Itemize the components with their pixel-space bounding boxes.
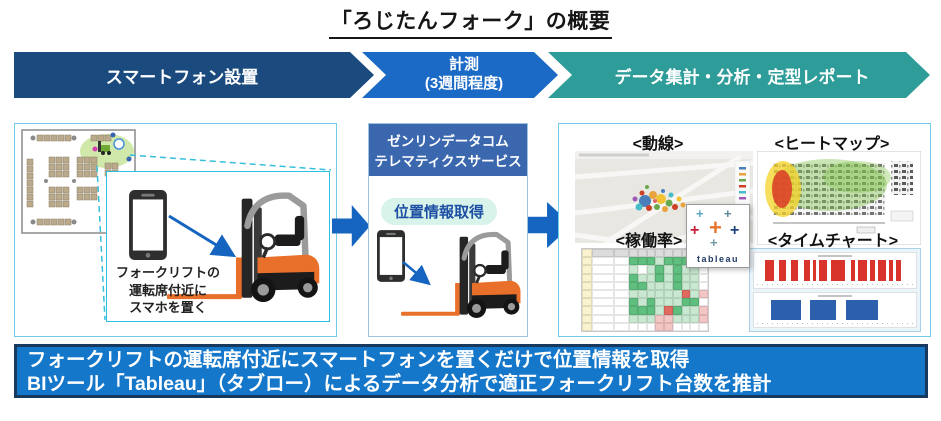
process-step-report: データ集計・分析・定型レポート [548, 52, 930, 98]
setup-note: フォークリフトの 運転席付近に スマホを置く [115, 265, 220, 316]
forklift-icon [401, 218, 525, 330]
process-step-smartphone-setup: スマートフォン設置 [14, 52, 374, 98]
process-step-label: スマートフォン設置 [105, 67, 259, 87]
tableau-wordmark: tableau [696, 254, 739, 264]
utilization-row [582, 314, 709, 323]
timechart-bar [804, 260, 811, 281]
gps-trace-cluster [632, 185, 693, 212]
service-header: ゼンリンデータコム テレマティクスサービス [369, 124, 527, 176]
heatmap-thumbnail [757, 151, 921, 245]
process-step-label: データ集計・分析・定型レポート [614, 67, 870, 87]
timechart-blue-panel [753, 291, 917, 328]
worker-icon [113, 138, 125, 150]
process-step-label-line2: (3週間程度) [424, 75, 504, 92]
timechart-bar [846, 299, 878, 320]
label-timechart: <タイムチャート> [767, 233, 899, 250]
utilization-row [582, 273, 709, 282]
timechart-bar [778, 260, 787, 281]
panel-smartphone-setup: フォークリフトの 運転席付近に スマホを置く [14, 123, 337, 337]
arrow-left-to-middle-icon [332, 205, 370, 247]
label-heatmap: <ヒートマップ> [774, 136, 890, 153]
utilization-row [582, 265, 709, 274]
panel-analysis-output: <動線> [558, 123, 931, 337]
smartphone-icon [129, 190, 167, 260]
timechart-bar [819, 260, 827, 281]
summary-line2: BIツール「Tableau」（タブロー）によるデータ分析で適正フォークリフト台数… [27, 373, 772, 395]
timechart-bar [764, 260, 775, 281]
summary-line1: フォークリフトの運転席付近にスマートフォンを置くだけで位置情報を取得 [27, 349, 690, 371]
process-step-measurement: 計測 (3週間程度) [362, 52, 558, 98]
utilization-row [582, 322, 709, 332]
timechart-bar [850, 260, 856, 281]
timechart-bar [813, 260, 817, 281]
process-step-label-line1: 計測 [448, 56, 479, 74]
label-flow-lines: <動線> [632, 136, 684, 153]
timechart-bar [870, 260, 875, 281]
location-badge: 位置情報取得 [381, 198, 497, 225]
timechart-bar [771, 299, 802, 320]
utilization-table [581, 248, 709, 332]
timechart-thumbnail [749, 248, 921, 332]
panel-telematics-service: ゼンリンデータコム テレマティクスサービス 位置情報取得 [368, 123, 528, 337]
timechart-bar [831, 260, 845, 281]
timechart-bar [896, 260, 901, 281]
title-wrap: 「ろじたんフォーク」の概要 [0, 5, 941, 39]
timechart-bar [888, 260, 894, 281]
tableau-logo: + + + + + + tableau [686, 204, 750, 268]
utilization-row [582, 298, 709, 307]
timechart-bar [858, 260, 868, 281]
label-utilization: <稼働率> [615, 233, 683, 250]
timechart-bar [877, 260, 886, 281]
page-title: 「ろじたんフォーク」の概要 [328, 5, 613, 39]
utilization-row [582, 290, 709, 299]
mini-forklift-icon [92, 141, 111, 155]
timechart-bar [790, 260, 799, 281]
utilization-row [582, 281, 709, 291]
timechart-bar [810, 299, 836, 320]
setup-detail-box: フォークリフトの 運転席付近に スマホを置く [106, 171, 330, 322]
utilization-row [582, 306, 709, 315]
summary-banner: フォークリフトの運転席付近にスマートフォンを置くだけで位置情報を取得 BIツール… [14, 344, 928, 398]
timechart-red-panel [753, 252, 917, 289]
